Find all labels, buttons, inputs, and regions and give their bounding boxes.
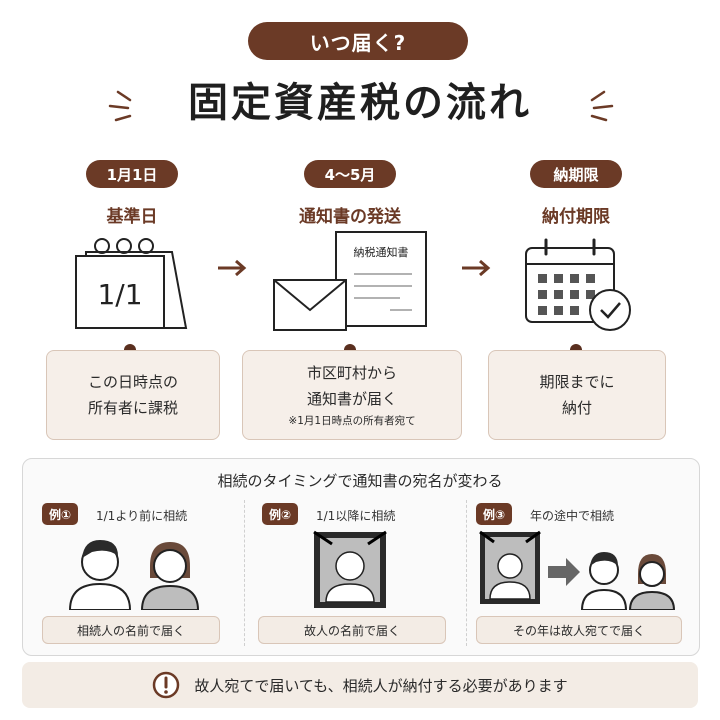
memorial-portrait-icon (313, 530, 387, 608)
arrow-right-icon (462, 259, 491, 277)
example1-text: 1/1より前に相続 (96, 509, 188, 523)
step2-label: 通知書の発送 (299, 207, 401, 227)
envelope-notice-icon: 納税通知書 (273, 231, 427, 331)
notice-document-title: 納税通知書 (354, 245, 409, 259)
step1-note: この日時点の 所有者に課税 (46, 350, 220, 440)
divider (244, 500, 245, 646)
calendar-date-text: 1/1 (97, 278, 142, 311)
example2-text: 1/1以降に相続 (316, 509, 396, 523)
inheritance-title: 相続のタイミングで通知書の宛名が変わる (217, 472, 503, 490)
step1-note-line: この日時点の (87, 373, 178, 391)
step2-note-line: 通知書が届く (306, 390, 397, 408)
step3-note: 期限までに 納付 (488, 350, 666, 440)
step3-date-tag: 納期限 (530, 160, 622, 188)
step3-label: 納付期限 (542, 207, 610, 227)
question-badge: いつ届く? (248, 22, 468, 60)
arrow-right-icon (218, 259, 247, 277)
example3-tag: 例③ (476, 503, 513, 525)
page-title: 固定資産税の流れ (188, 80, 532, 126)
step2-note-line: 市区町村から (306, 364, 397, 382)
step1-label: 基準日 (106, 207, 158, 227)
example2-tag: 例② (262, 503, 299, 525)
desk-calendar-icon: 1/1 (75, 238, 188, 329)
accent-lines-left-icon (108, 90, 132, 122)
step1-date-tag: 1月1日 (86, 160, 178, 188)
step2-note-small: ※1月1日時点の所有者宛て (288, 415, 416, 427)
warning-bar: 故人宛てで届いても、相続人が納付する必要があります (22, 662, 698, 708)
step2-note: 市区町村から 通知書が届く ※1月1日時点の所有者宛て (242, 350, 462, 440)
step3-note-line: 納付 (561, 399, 592, 417)
exclamation-icon (153, 671, 180, 699)
transition-illustration-icon (479, 530, 676, 610)
heirs-illustration-icon (68, 540, 200, 610)
divider (466, 500, 467, 646)
step3-note-line: 期限までに (539, 373, 615, 391)
example1-caption: 相続人の名前で届く (42, 616, 220, 644)
step1-note-line: 所有者に課税 (87, 399, 178, 417)
step2-date-tag: 4〜5月 (304, 160, 396, 188)
example1-tag: 例① (42, 503, 79, 525)
example3-caption: その年は故人宛てで届く (476, 616, 682, 644)
accent-lines-right-icon (590, 90, 614, 122)
example2-caption: 故人の名前で届く (258, 616, 446, 644)
warning-text: 故人宛てで届いても、相続人が納付する必要があります (194, 676, 568, 695)
example3-text: 年の途中で相続 (530, 509, 615, 523)
calendar-check-icon (525, 238, 631, 331)
